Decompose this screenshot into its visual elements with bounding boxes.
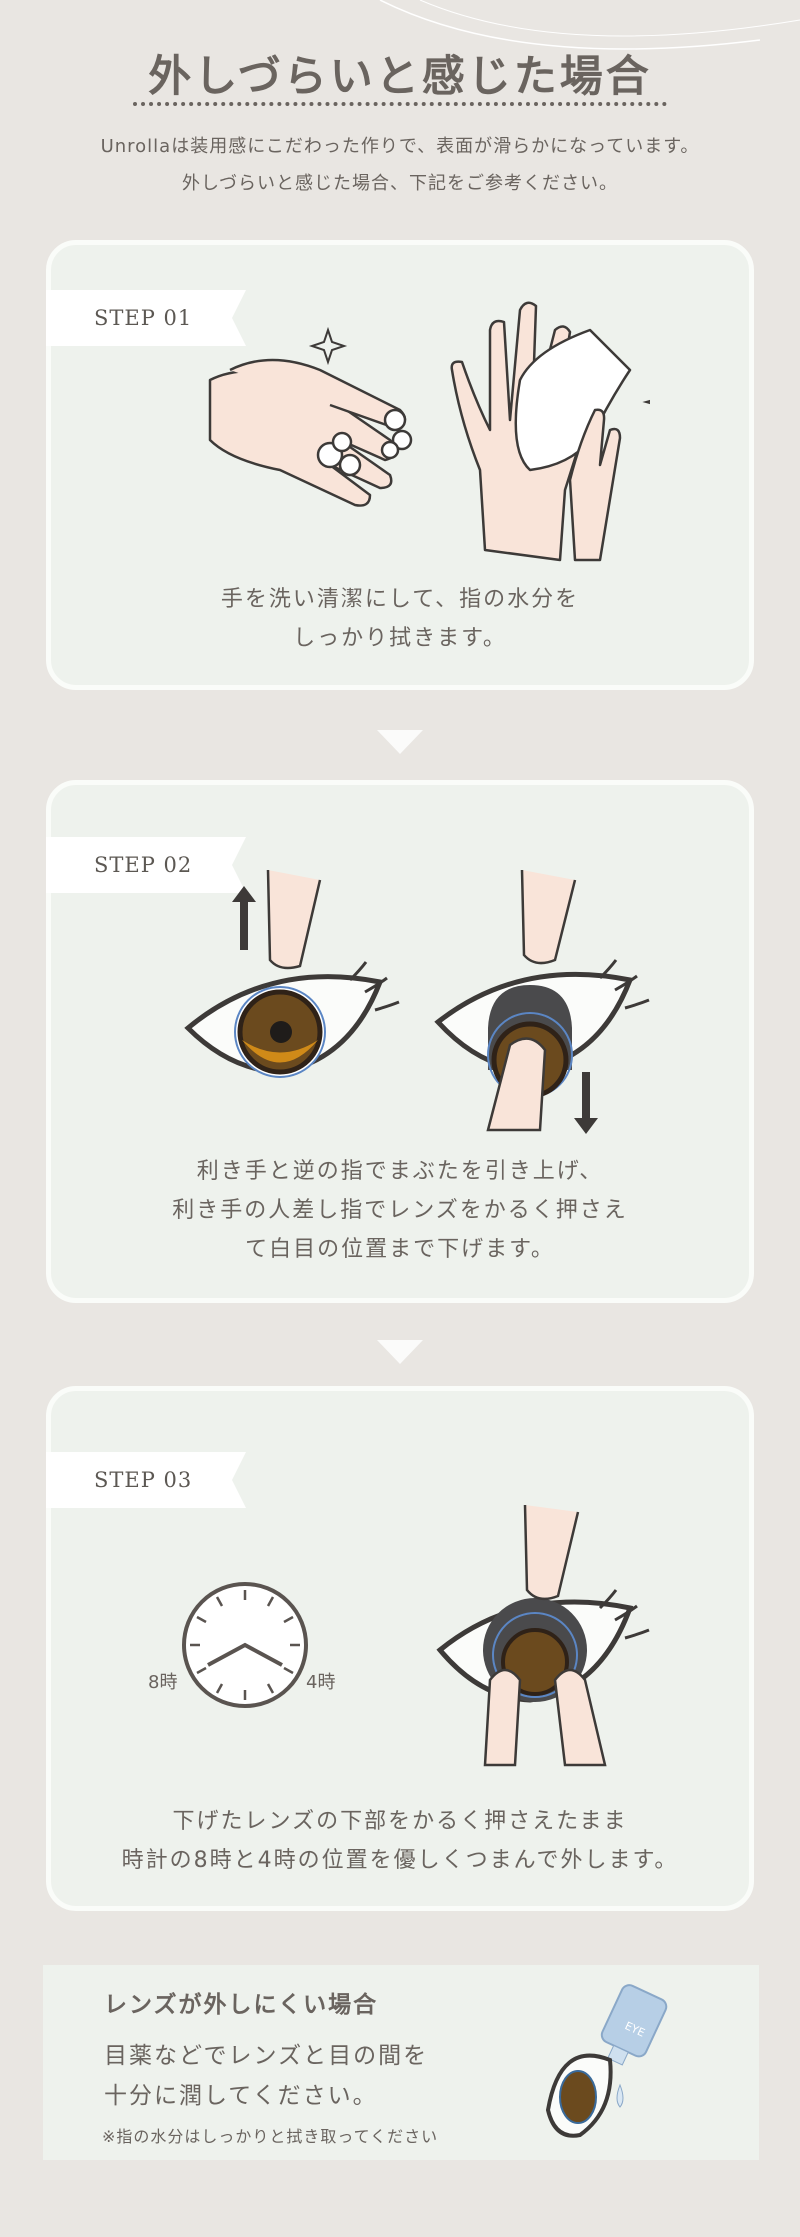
clock-label-8: 8時 bbox=[148, 1672, 178, 1693]
intro-text-line1: Unrollaは装用感にこだわった作りで、表面が滑らかになっています。 bbox=[100, 136, 700, 157]
down-arrow-icon bbox=[574, 1072, 598, 1134]
eye-lens-lowering-illustration bbox=[184, 869, 650, 1134]
step-arrow-icon bbox=[377, 1340, 423, 1364]
tip-body-line: 目薬などでレンズと目の間を bbox=[104, 2043, 429, 2069]
tip-body-line: 十分に潤してください。 bbox=[104, 2083, 378, 2109]
page-title: 外しづらいと感じた場合 bbox=[148, 52, 652, 102]
clock-icon bbox=[182, 1582, 308, 1708]
step-03-text: 下げたレンズの下部をかるく押さえたまま 時計の8時と4時の位置を優しくつまんで外… bbox=[46, 1802, 754, 1880]
step-01-label: STEP 01 bbox=[46, 290, 246, 346]
step-02-text-line: 利き手と逆の指でまぶたを引き上げ、 bbox=[196, 1159, 604, 1184]
tip-body: 目薬などでレンズと目の間を 十分に潤してください。 bbox=[104, 2036, 428, 2116]
step-02-text-line: て白目の位置まで下げます。 bbox=[245, 1237, 555, 1262]
step-03-label: STEP 03 bbox=[46, 1452, 246, 1508]
intro-text-line2: 外しづらいと感じた場合、下記をご参考ください。 bbox=[182, 173, 618, 194]
step-01-text-line: しっかり拭きます。 bbox=[293, 626, 507, 651]
step-02-label: STEP 02 bbox=[46, 837, 246, 893]
hand-washing-illustration bbox=[208, 301, 650, 562]
up-arrow-icon bbox=[232, 886, 256, 950]
dotted-divider bbox=[133, 102, 667, 106]
step-02-text-line: 利き手の人差し指でレンズをかるく押さえ bbox=[172, 1198, 628, 1223]
clock-label-4: 4時 bbox=[306, 1672, 336, 1693]
step-arrow-icon bbox=[377, 730, 423, 754]
tip-heading: レンズが外しにくい場合 bbox=[104, 1992, 379, 2018]
decorative-curves bbox=[379, 0, 800, 50]
eye-drop-illustration: EYE bbox=[545, 1984, 668, 2138]
step-02-card bbox=[46, 780, 754, 1303]
lens-pinch-illustration bbox=[436, 1504, 650, 1767]
step-03-text-line: 時計の8時と4時の位置を優しくつまんで外します。 bbox=[121, 1848, 679, 1873]
step-01-text: 手を洗い清潔にして、指の水分を しっかり拭きます。 bbox=[46, 580, 754, 658]
step-01-text-line: 手を洗い清潔にして、指の水分を bbox=[220, 587, 580, 612]
tip-note: ※指の水分はしっかりと拭き取ってください bbox=[102, 2127, 439, 2146]
step-02-text: 利き手と逆の指でまぶたを引き上げ、 利き手の人差し指でレンズをかるく押さえ て白… bbox=[46, 1152, 754, 1269]
step-03-text-line: 下げたレンズの下部をかるく押さえたまま bbox=[172, 1809, 628, 1834]
